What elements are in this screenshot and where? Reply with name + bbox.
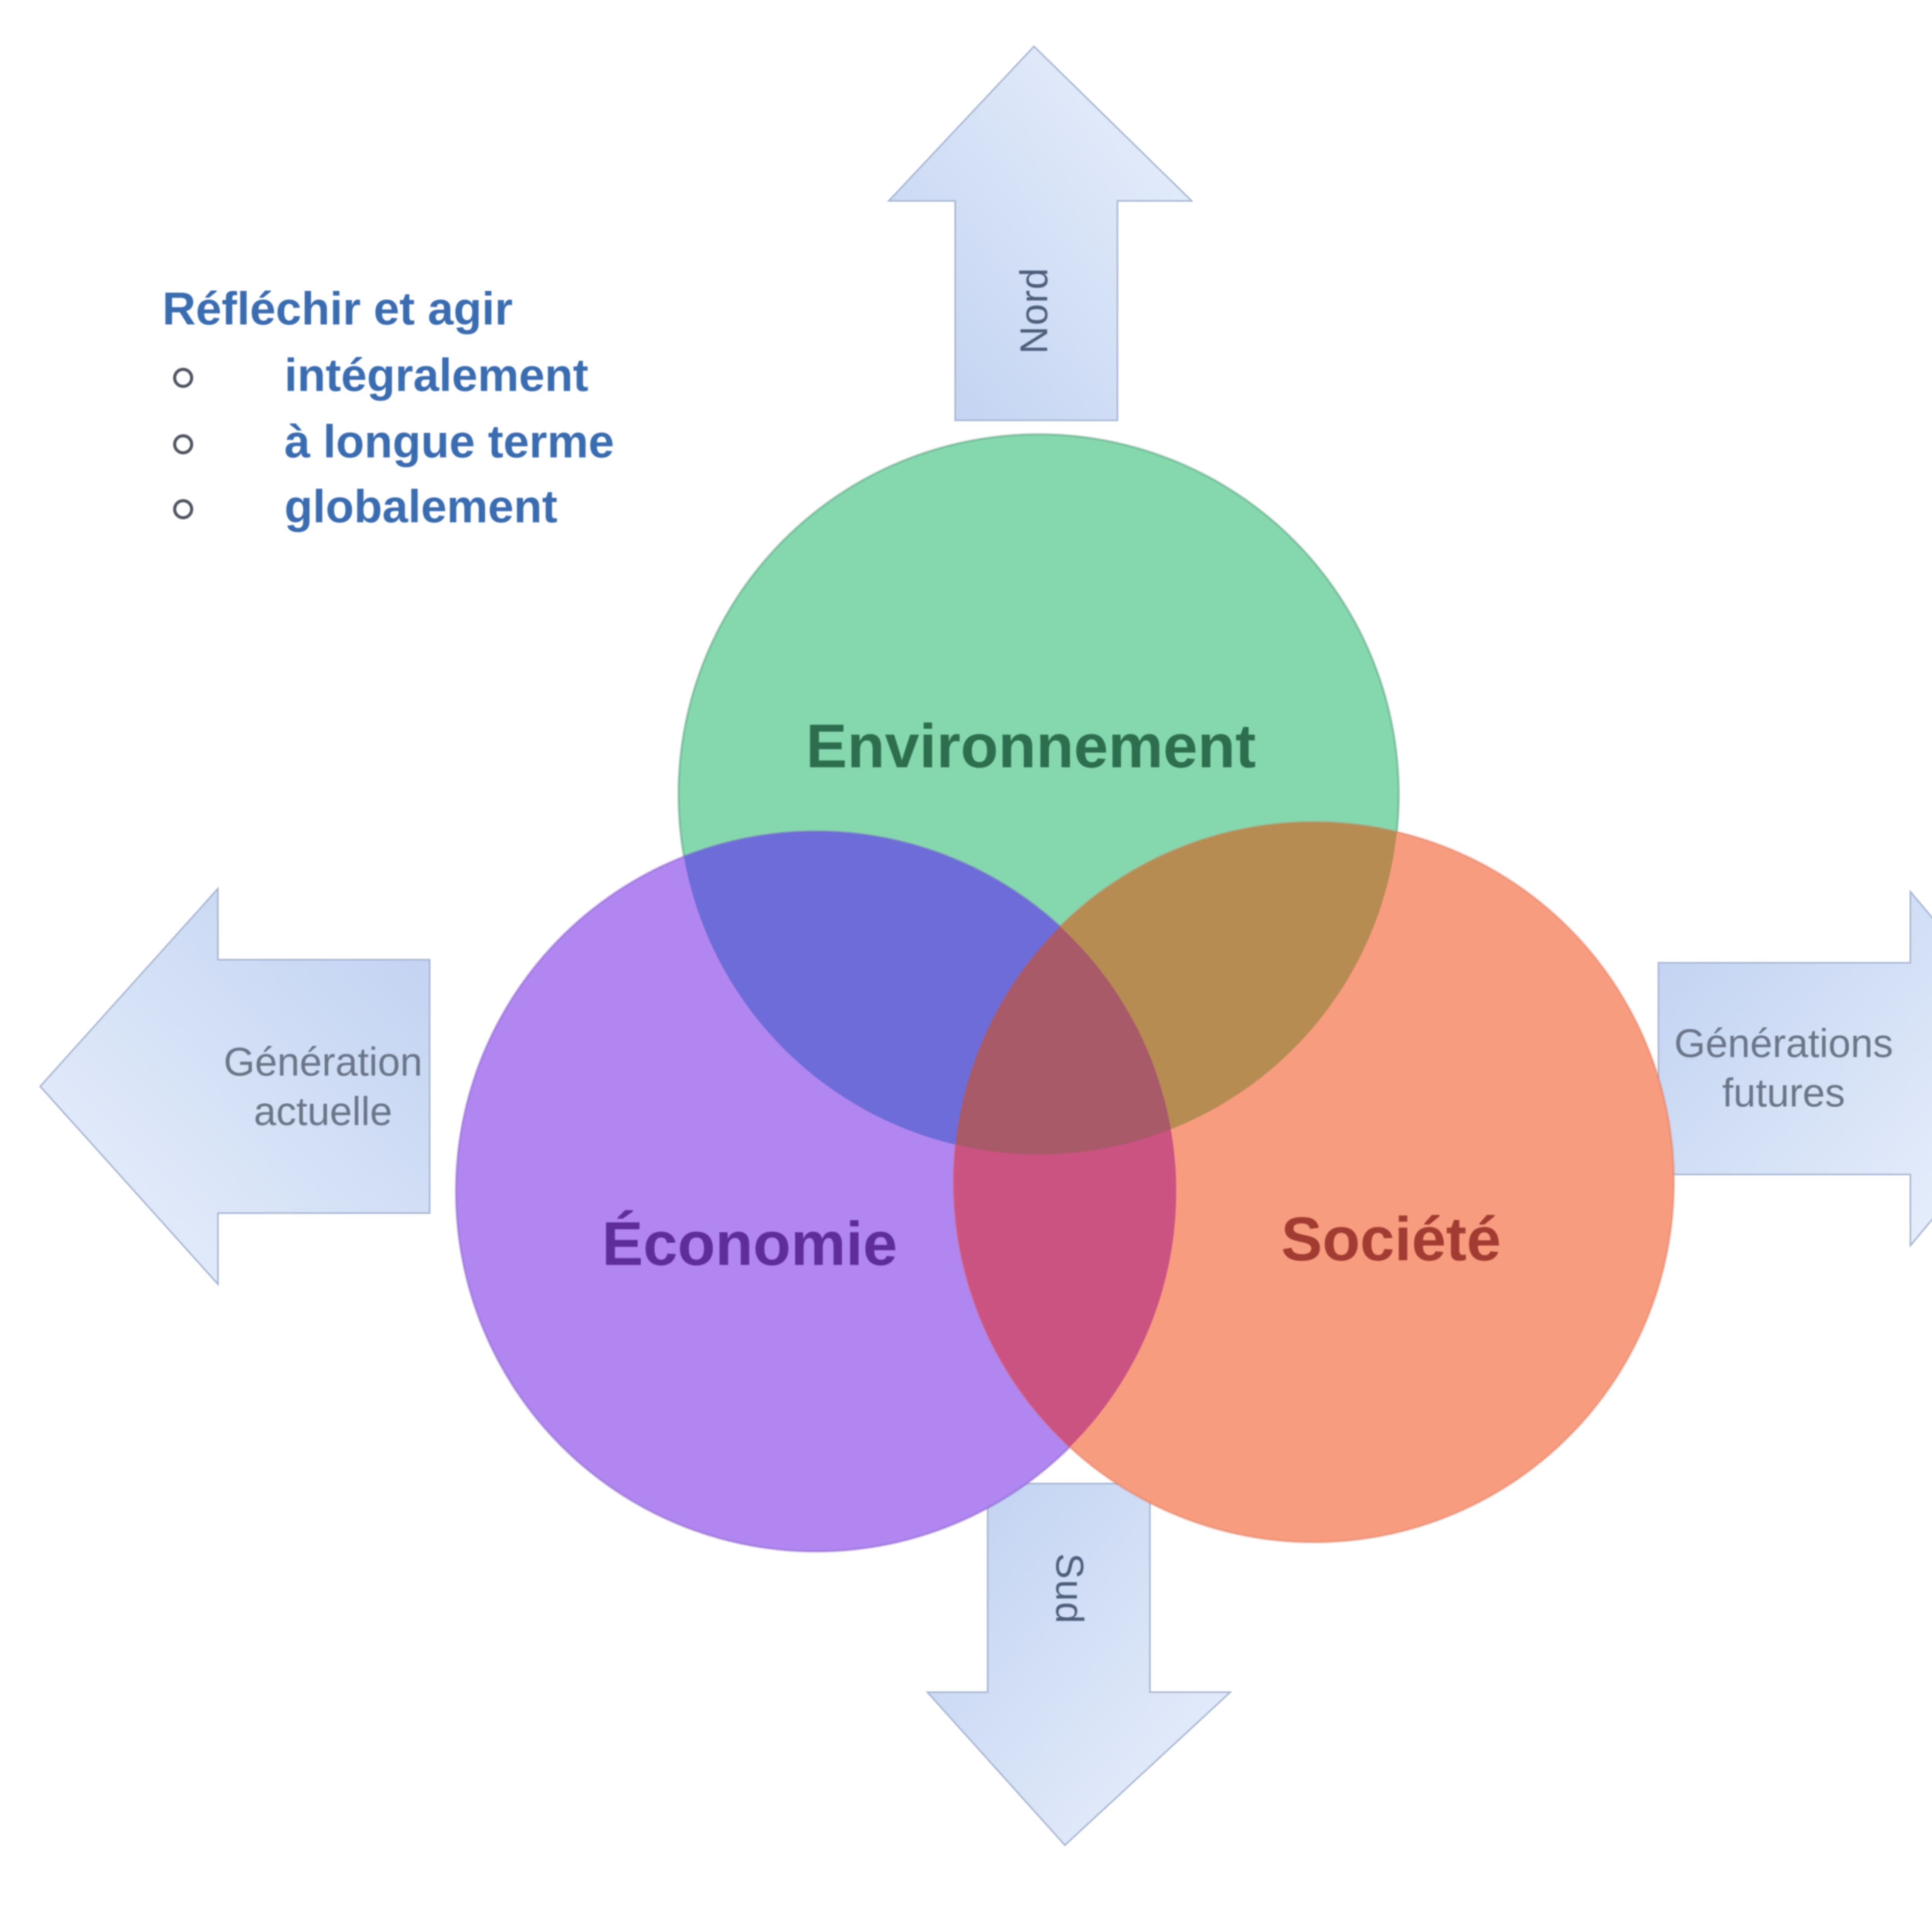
south-arrow bbox=[925, 1483, 1233, 1846]
note-bullet-label: à longue terme bbox=[284, 417, 614, 468]
south-arrow-label: Sud bbox=[1047, 1553, 1090, 1624]
north-arrow bbox=[887, 45, 1194, 421]
west-arrow-label: Génération actuelle bbox=[224, 1037, 423, 1136]
note-bullet-item: intégralement bbox=[173, 351, 588, 403]
note-bullet-item: globalement bbox=[173, 482, 558, 535]
note-bullet-item: à longue terme bbox=[173, 417, 614, 470]
note-bullet-label: intégralement bbox=[284, 351, 588, 402]
east-arrow-label-line1: Générations bbox=[1674, 1020, 1893, 1066]
east-arrow-label: Générations futures bbox=[1674, 1018, 1893, 1117]
economy-circle-label: Économie bbox=[602, 1211, 898, 1279]
west-arrow bbox=[39, 886, 430, 1287]
environment-circle-label: Environnement bbox=[806, 713, 1256, 781]
west-arrow-label-line2: actuelle bbox=[253, 1088, 393, 1134]
note-bullet-label: globalement bbox=[284, 482, 558, 533]
east-arrow-label-line2: futures bbox=[1722, 1069, 1845, 1116]
env-soc-overlap bbox=[954, 822, 1399, 1154]
society-circle-label: Société bbox=[1281, 1206, 1501, 1274]
bullet-circle-icon bbox=[173, 367, 193, 387]
west-arrow-label-line1: Génération bbox=[223, 1038, 423, 1085]
north-arrow-label: Nord bbox=[1013, 267, 1056, 354]
bullet-circle-icon bbox=[173, 433, 193, 454]
env-eco-overlap bbox=[679, 831, 1176, 1154]
note-title: Réfléchir et agir bbox=[162, 284, 513, 335]
bullet-circle-icon bbox=[173, 498, 193, 518]
east-arrow bbox=[1658, 889, 1932, 1248]
